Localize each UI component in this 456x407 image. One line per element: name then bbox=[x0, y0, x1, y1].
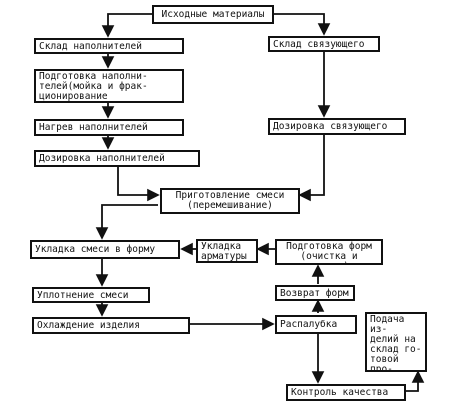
node-binder-store: Склад связующего bbox=[268, 36, 380, 52]
node-lay-rebar: Укладка арматуры bbox=[196, 239, 258, 263]
node-mix-preparation: Приготовление смеси (перемешивание) bbox=[160, 188, 300, 214]
node-filler-prep: Подготовка наполни- телей(мойка и фрак- … bbox=[34, 69, 184, 103]
node-cooling: Охлаждение изделия bbox=[32, 317, 190, 334]
node-filler-dosing: Дозировка наполнителей bbox=[34, 150, 200, 167]
node-lay-mix-in-form: Укладка смеси в форму bbox=[30, 240, 180, 259]
node-binder-dosing: Дозировка связующего bbox=[268, 118, 406, 135]
node-source-materials: Исходные материалы bbox=[152, 5, 274, 24]
node-demolding: Распалубка bbox=[275, 315, 357, 334]
node-quality-control: Контроль качества bbox=[286, 384, 406, 401]
arrow-mix-to-lay bbox=[95, 204, 158, 240]
node-filler-heat: Нагрев наполнителей bbox=[34, 119, 184, 136]
arrow-source-to-binder-store bbox=[274, 13, 331, 36]
node-filler-store: Склад наполнителей bbox=[34, 38, 184, 54]
arrow-filler-dosing-to-mix bbox=[117, 167, 160, 202]
arrow-quality-to-warehouse bbox=[406, 370, 425, 392]
node-form-preparation: Подготовка форм (очистка и смазка) bbox=[275, 239, 383, 265]
node-form-return: Возврат форм bbox=[275, 285, 355, 301]
arrow-source-to-filler-store bbox=[101, 13, 152, 38]
arrow-binder-dosing-to-mix bbox=[298, 135, 325, 202]
node-compaction: Уплотнение смеси bbox=[32, 287, 150, 303]
node-to-finished-goods-warehouse: Подача из- делий на склад го- товой про-… bbox=[365, 312, 427, 372]
